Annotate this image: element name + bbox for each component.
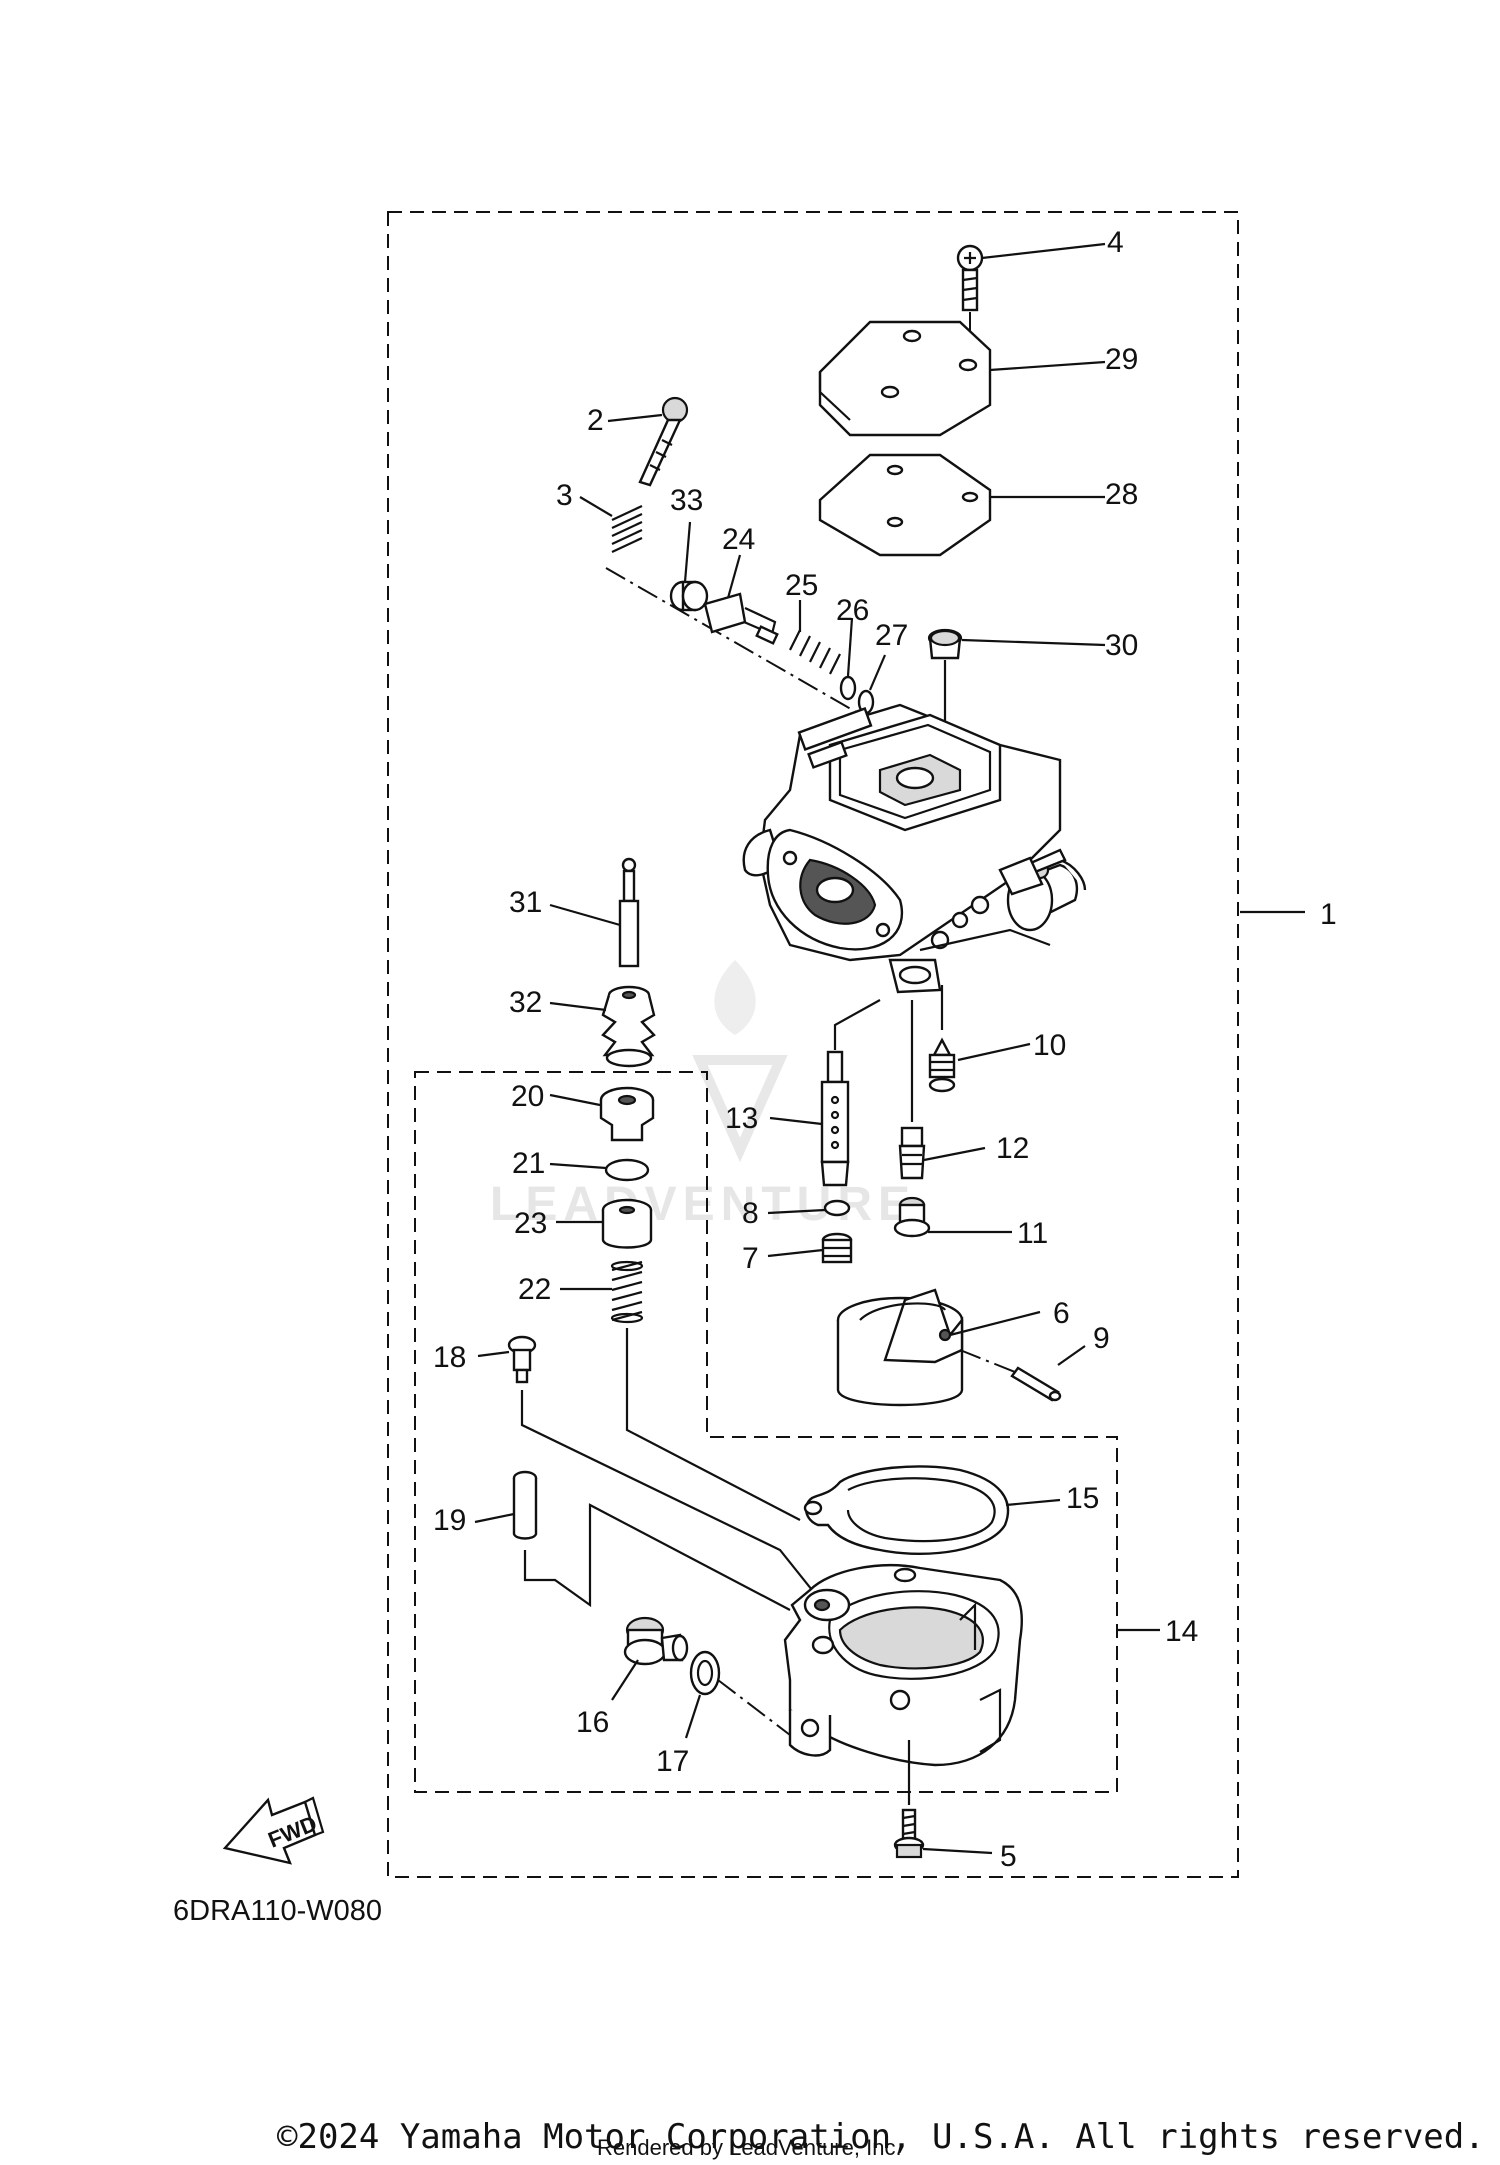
needle-valve-part-10 bbox=[928, 1037, 1031, 1093]
rendered-by-notice: Rendered by LeadVenture, Inc. bbox=[597, 2135, 902, 2160]
float-part-6 bbox=[836, 1288, 1041, 1407]
callout-26: 26 bbox=[836, 594, 869, 627]
callout-10: 10 bbox=[1033, 1029, 1066, 1062]
callout-5: 5 bbox=[1000, 1840, 1017, 1873]
callout-18: 18 bbox=[433, 1341, 466, 1374]
float-bowl-gasket-part-15 bbox=[803, 1465, 1061, 1556]
oring-part-26 bbox=[839, 617, 857, 701]
screw-part-5 bbox=[893, 1740, 993, 1859]
callout-19: 19 bbox=[433, 1504, 466, 1537]
callout-33: 33 bbox=[670, 484, 703, 517]
forward-direction-arrow-icon: FWD bbox=[222, 1796, 325, 1865]
main-jet-part-7 bbox=[767, 1232, 853, 1264]
callout-13: 13 bbox=[725, 1102, 758, 1135]
washer-part-27 bbox=[857, 654, 887, 715]
callout-labels: 1 2 3 4 5 6 7 8 9 10 11 12 13 14 15 16 1… bbox=[433, 226, 1337, 1873]
spring-part-25 bbox=[789, 600, 841, 675]
callout-30: 30 bbox=[1105, 629, 1138, 662]
callout-16: 16 bbox=[576, 1706, 609, 1739]
carburetor-body-part-1 bbox=[742, 703, 1087, 994]
float-bowl-part-14 bbox=[783, 1564, 1023, 1767]
callout-15: 15 bbox=[1066, 1482, 1099, 1515]
cover-plate-part-29 bbox=[818, 320, 1106, 437]
oring-part-8 bbox=[767, 1199, 851, 1217]
screw-part-18 bbox=[477, 1335, 821, 1601]
watermark-text: LEADVENTURE bbox=[490, 1178, 916, 1231]
callout-11: 11 bbox=[1017, 1217, 1048, 1250]
jet-holder-part-11 bbox=[893, 1196, 1012, 1238]
oring-part-21 bbox=[549, 1158, 650, 1182]
callout-20: 20 bbox=[511, 1080, 544, 1113]
callout-1: 1 bbox=[1320, 898, 1337, 931]
leader-13-to-body bbox=[833, 999, 881, 1050]
callout-9: 9 bbox=[1093, 1322, 1110, 1355]
washer-part-17 bbox=[684, 1650, 791, 1739]
callout-17: 17 bbox=[656, 1745, 689, 1778]
pilot-jet-part-12 bbox=[898, 1126, 986, 1180]
cap-part-20 bbox=[549, 1086, 655, 1142]
callout-25: 25 bbox=[785, 569, 818, 602]
callout-14: 14 bbox=[1165, 1615, 1198, 1648]
callout-21: 21 bbox=[512, 1147, 545, 1180]
sleeve-part-19 bbox=[474, 1470, 791, 1611]
copyright-notice: ©2024 Yamaha Motor Corporation, U.S.A. A… bbox=[277, 2117, 1485, 2157]
cap-part-33 bbox=[669, 521, 709, 612]
callout-22: 22 bbox=[518, 1273, 551, 1306]
callout-4: 4 bbox=[1107, 226, 1124, 259]
gasket-part-28 bbox=[818, 453, 1105, 557]
screw-part-2 bbox=[607, 396, 689, 487]
callout-12: 12 bbox=[996, 1132, 1029, 1165]
callout-23: 23 bbox=[514, 1207, 547, 1240]
assembly-1-boundary bbox=[387, 211, 1239, 1878]
callout-27: 27 bbox=[875, 619, 908, 652]
assembly-14-boundary bbox=[414, 1071, 1118, 1793]
pilot-screw-part-24 bbox=[703, 554, 779, 645]
diagram-code: 6DRA110-W080 bbox=[173, 1895, 382, 1927]
spring-part-22 bbox=[560, 1260, 801, 1521]
callout-28: 28 bbox=[1105, 478, 1138, 511]
float-pin-part-9 bbox=[959, 1345, 1086, 1402]
callout-29: 29 bbox=[1105, 343, 1138, 376]
main-nozzle-part-13 bbox=[769, 1050, 850, 1187]
callout-7: 7 bbox=[742, 1242, 759, 1275]
callout-31: 31 bbox=[509, 886, 542, 919]
callout-2: 2 bbox=[587, 404, 604, 437]
callout-32: 32 bbox=[509, 986, 542, 1019]
callout-6: 6 bbox=[1053, 1297, 1070, 1330]
drain-plug-part-16 bbox=[611, 1616, 689, 1701]
drain-screw-part-31 bbox=[549, 857, 640, 968]
spring-part-3 bbox=[579, 496, 871, 721]
callout-8: 8 bbox=[742, 1197, 759, 1230]
screw-part-4 bbox=[956, 242, 1106, 362]
callout-3: 3 bbox=[556, 479, 573, 512]
rubber-boot-part-32 bbox=[549, 985, 656, 1068]
callout-24: 24 bbox=[722, 523, 755, 556]
plunger-part-23 bbox=[556, 1198, 653, 1249]
